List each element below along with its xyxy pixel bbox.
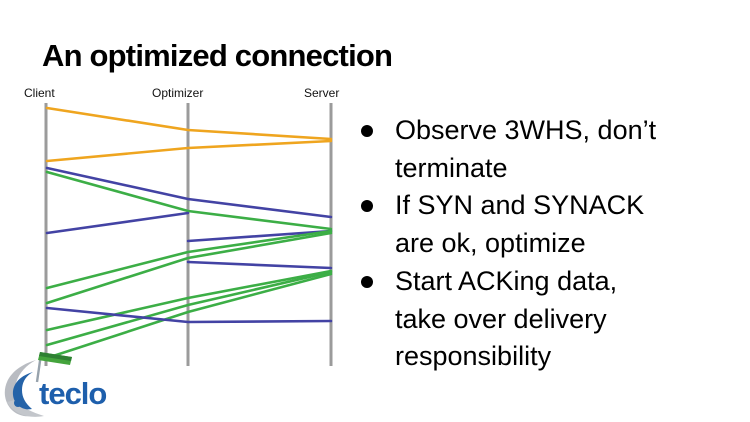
bullet-item: Observe 3WHS, don’t terminate bbox=[358, 112, 738, 187]
message-line-data-client-server-4 bbox=[45, 269, 333, 332]
message-line-synack-server-client bbox=[45, 139, 333, 163]
bullet-dot-icon bbox=[361, 125, 373, 137]
message-line-data-client-server-1 bbox=[45, 170, 333, 231]
teclo-logo bbox=[4, 352, 72, 417]
lifeline-label-client: Client bbox=[24, 86, 55, 100]
page-title: An optimized connection bbox=[42, 38, 393, 73]
message-line-ack-optimizer-client-1 bbox=[45, 211, 190, 235]
bullet-dot-icon bbox=[361, 275, 373, 288]
message-line-ack-client-server bbox=[45, 166, 333, 219]
logo-dot bbox=[14, 399, 22, 407]
bullet-item: Start ACKing data, take over delivery re… bbox=[358, 263, 738, 376]
message-line-ack-optimizer-server-2 bbox=[186, 260, 333, 270]
lifeline-label-optimizer: Optimizer bbox=[152, 86, 204, 100]
message-line-data-client-server-5 bbox=[45, 270, 333, 347]
message-line-data-client-server-6 bbox=[45, 272, 333, 360]
logo-flag-shade bbox=[39, 352, 72, 361]
bullet-list: Observe 3WHS, don’t terminate If SYN and… bbox=[358, 112, 738, 376]
lifeline-label-server: Server bbox=[304, 86, 340, 100]
message-line-syn-client-server bbox=[45, 106, 333, 141]
message-line-ack-client-server-2 bbox=[45, 306, 333, 324]
bullet-text: Start ACKing data, take over delivery re… bbox=[395, 265, 618, 372]
bullet-text: Observe 3WHS, don’t terminate bbox=[395, 115, 657, 183]
bullet-dot-icon bbox=[361, 200, 373, 213]
bullet-item: If SYN and SYNACK are ok, optimize bbox=[358, 187, 738, 262]
message-line-data-client-server-2 bbox=[45, 229, 333, 290]
message-line-ack-optimizer-server-1 bbox=[186, 229, 333, 243]
bullet-text: If SYN and SYNACK are ok, optimize bbox=[395, 190, 645, 259]
message-line-data-client-server-3 bbox=[45, 231, 333, 305]
logo-wordmark: teclo bbox=[39, 376, 107, 411]
